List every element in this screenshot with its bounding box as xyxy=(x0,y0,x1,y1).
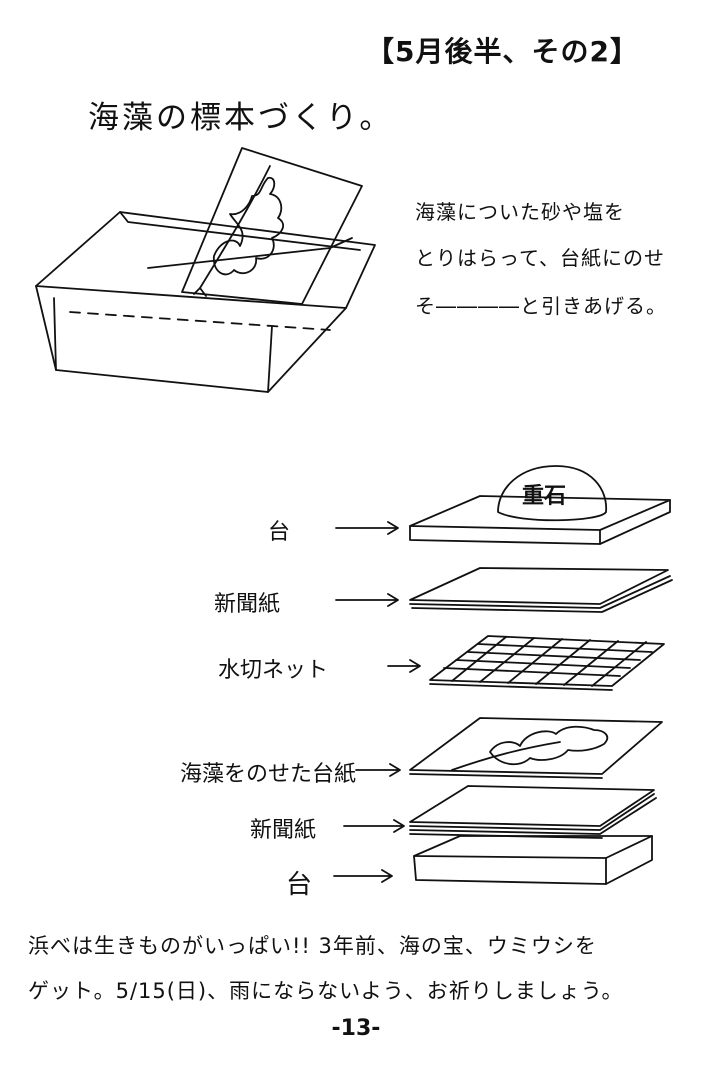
arrows xyxy=(333,521,421,883)
newspaper-layer-bottom xyxy=(409,785,657,839)
layer-label-board-bottom: 台 xyxy=(286,870,313,900)
footer-line: ゲット。5/15(日)、雨にならないよう、お祈りしましょう。 xyxy=(28,979,624,1003)
page-number: -13- xyxy=(331,1016,381,1041)
layer-label-drain-net: 水切ネット xyxy=(218,658,329,683)
newspaper-layer-top xyxy=(409,567,673,613)
drain-net-layer xyxy=(429,635,665,691)
instruction-line: とりはらって、台紙にのせ xyxy=(415,246,665,270)
instruction-line: そ――――と引きあげる。 xyxy=(415,294,667,318)
layer-label-mount: 海藻をのせた台紙 xyxy=(180,762,357,787)
instruction-line: 海藻についた砂や塩を xyxy=(415,200,625,224)
layer-label-board-top: 台 xyxy=(268,520,291,545)
page-title: 海藻の標本づくり。 xyxy=(88,100,394,136)
issue-header: 【5月後半、その2】 xyxy=(366,35,639,68)
footer-line: 浜べは生きものがいっぱい!! 3年前、海の宝、ウミウシを xyxy=(28,934,597,958)
mount-layer xyxy=(409,717,663,779)
layer-label-newspaper-top: 新聞紙 xyxy=(214,592,281,617)
press-top xyxy=(409,465,671,545)
tray-illustration xyxy=(35,147,376,393)
board-layer-bottom xyxy=(413,835,653,885)
weight-stone-label: 重石 xyxy=(522,484,567,509)
layer-label-newspaper-bottom: 新聞紙 xyxy=(250,818,317,843)
